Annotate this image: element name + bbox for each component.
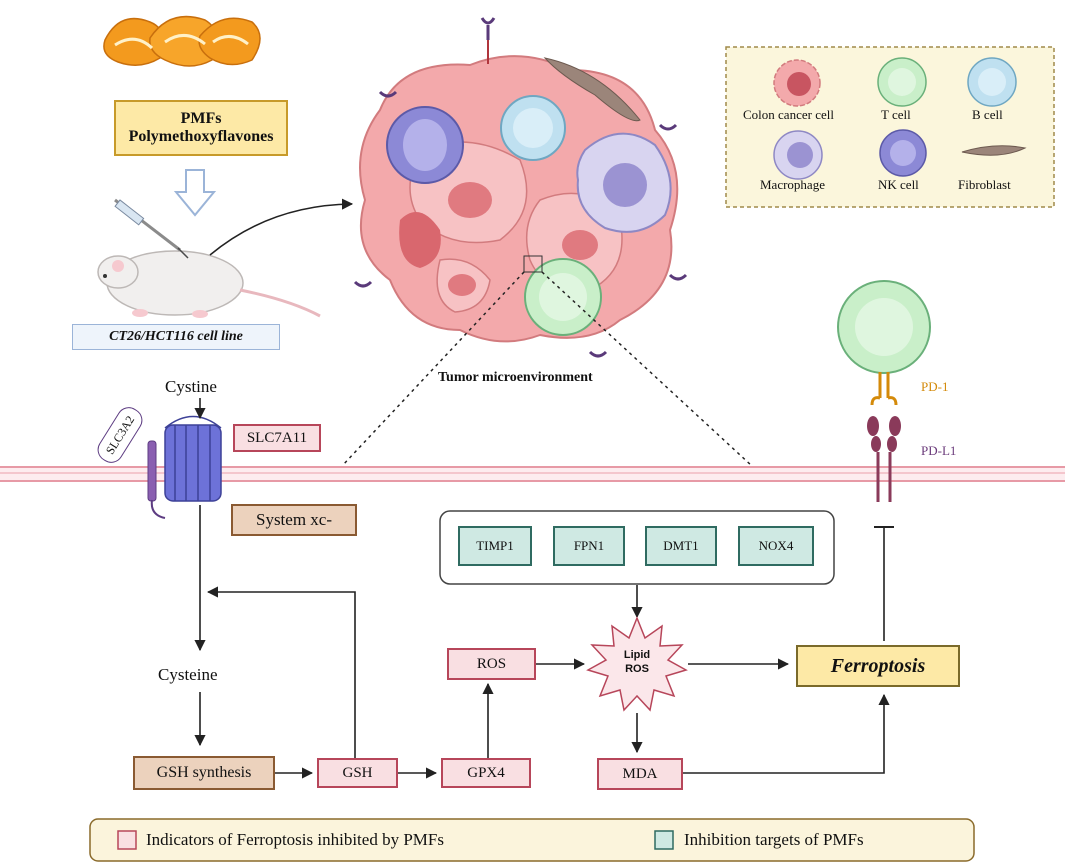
target-fpn1-box: FPN1 <box>553 526 625 566</box>
pd-l1-icon <box>867 416 901 502</box>
pmfs-subtitle: Polymethoxyflavones <box>128 128 274 145</box>
system-xc-label: System xc- <box>255 510 333 529</box>
system-xc-box: System xc- <box>231 504 357 536</box>
t-cell-pd1-icon <box>837 280 931 406</box>
slc7a11-box: SLC7A11 <box>233 424 321 452</box>
arrow-gsh-feedback <box>206 586 356 759</box>
pdl1-label: PD-L1 <box>921 443 957 458</box>
ros-label: ROS <box>476 655 507 672</box>
target-dmt1-box: DMT1 <box>645 526 717 566</box>
legend-bcell-label: B cell <box>972 107 1003 122</box>
legend-tcell-label: T cell <box>881 107 911 122</box>
down-arrow-icon <box>173 169 217 217</box>
gsh-box: GSH <box>317 758 398 788</box>
gsh-synthesis-label: GSH synthesis <box>156 764 252 781</box>
lipid-ros-burst <box>586 615 688 712</box>
target-timp1-label: TIMP1 <box>476 538 514 553</box>
legend-cell-icons <box>773 57 1027 180</box>
gpx4-box: GPX4 <box>441 758 531 788</box>
pmfs-box: PMFs Polymethoxyflavones <box>114 100 288 156</box>
pmfs-title: PMFs <box>180 110 222 127</box>
legend-teal-label: Inhibition targets of PMFs <box>684 830 864 849</box>
cystine-label: Cystine <box>165 377 217 396</box>
legend-colon-label: Colon cancer cell <box>743 107 834 122</box>
slc7a11-label: SLC7A11 <box>246 429 308 446</box>
system-xc-transporter-icon <box>147 415 222 519</box>
target-nox4-box: NOX4 <box>738 526 814 566</box>
legend-fibroblast-label: Fibroblast <box>958 177 1011 192</box>
cysteine-label: Cysteine <box>158 665 218 684</box>
legend-swatch-pink <box>117 830 137 850</box>
orange-peel-icon <box>103 15 261 67</box>
zoom-line-right <box>541 271 753 467</box>
cell-line-label: CT26/HCT116 cell line <box>109 329 243 344</box>
zoom-line-left <box>341 271 525 467</box>
target-fpn1-label: FPN1 <box>573 538 605 553</box>
legend-macrophage-label: Macrophage <box>760 177 825 192</box>
ferroptosis-box: Ferroptosis <box>796 645 960 687</box>
legend-nk-label: NK cell <box>878 177 919 192</box>
lipid-ros-line2: ROS <box>625 663 649 675</box>
inhibition-bar-ferroptosis-pdl1 <box>874 526 894 641</box>
mouse-icon <box>97 198 321 318</box>
bottom-legend-frame <box>89 818 975 862</box>
mda-label: MDA <box>622 765 658 782</box>
arrow-mda-ferroptosis <box>683 693 890 774</box>
lipid-ros-text: Lipid ROS <box>607 648 667 676</box>
tumor-cluster-icon <box>353 17 688 358</box>
target-nox4-label: NOX4 <box>758 538 794 553</box>
pd1-label: PD-1 <box>921 379 949 394</box>
injection-arrow <box>209 198 354 256</box>
legend-swatch-teal <box>654 830 674 850</box>
gpx4-label: GPX4 <box>467 764 505 781</box>
lipid-ros-line1: Lipid <box>623 649 651 661</box>
mda-box: MDA <box>597 758 683 790</box>
cell-line-box: CT26/HCT116 cell line <box>72 324 280 350</box>
gsh-synthesis-box: GSH synthesis <box>133 756 275 790</box>
cell-membrane <box>0 466 1065 482</box>
tumor-caption: Tumor microenvironment <box>438 370 593 385</box>
target-timp1-box: TIMP1 <box>458 526 532 566</box>
gsh-label: GSH <box>342 764 373 781</box>
target-dmt1-label: DMT1 <box>663 538 699 553</box>
ros-box: ROS <box>447 648 536 680</box>
legend-pink-label: Indicators of Ferroptosis inhibited by P… <box>146 830 444 849</box>
ferroptosis-label: Ferroptosis <box>830 654 926 677</box>
targets-enclosure <box>439 510 835 585</box>
